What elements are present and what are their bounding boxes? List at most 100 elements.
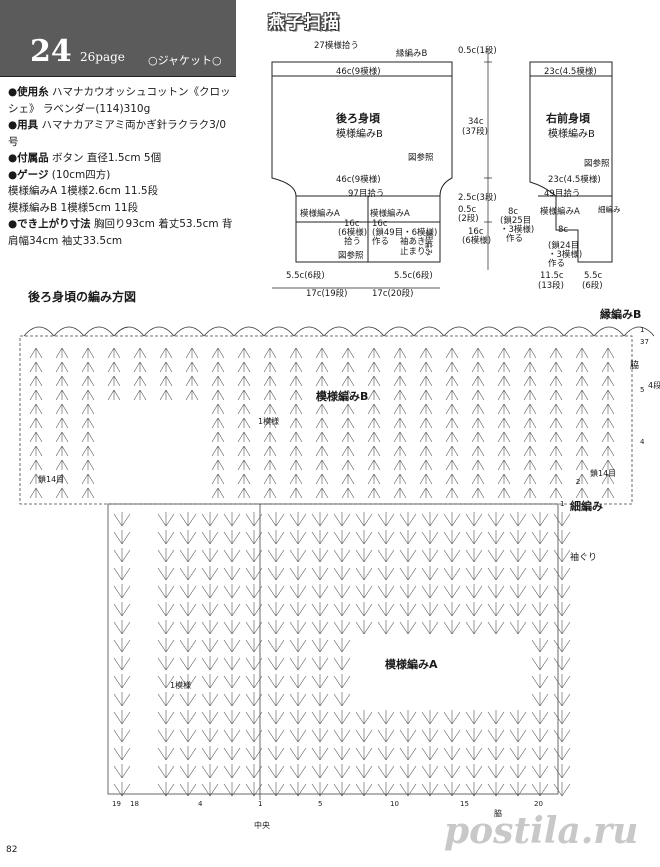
back-w17b: 17c(20段)	[372, 288, 413, 299]
spec-line: ●でき上がり寸法 胸回り93cm 着丈53.5cm 背肩幅34cm 袖丈33.5…	[8, 218, 233, 247]
back-h05b: 0.5c	[458, 205, 477, 215]
front-narrow: 細編み	[598, 204, 621, 214]
scallop	[233, 326, 265, 337]
spec-line: ●用具 ハマナカアミアミ両かぎ針ラクラク3/0号	[8, 119, 226, 148]
bottom-mark: 19	[112, 800, 121, 808]
page-reference: 26page	[80, 50, 125, 64]
spec-line: 模様編みB 1模様5cm 11段	[8, 201, 139, 214]
front-c8g: ・3模様)	[548, 249, 582, 260]
row-mark: 1	[560, 500, 564, 508]
scallop	[443, 326, 475, 337]
bottom-mark: 10	[390, 800, 399, 808]
back-hole: 袖あき	[400, 236, 426, 247]
row-mark: 37	[640, 338, 649, 346]
back-ref: 図参照	[408, 152, 434, 163]
label-center: 中央	[254, 820, 270, 830]
bottom-mark: 5	[318, 800, 322, 808]
pattern-fill	[29, 347, 615, 797]
front-ref: 図参照	[584, 158, 610, 169]
bottom-mark: 4	[198, 800, 203, 808]
scallop	[23, 326, 55, 337]
back-c55b: 5.5c(6段)	[394, 270, 433, 281]
front-c8b: (鎖25目	[500, 215, 531, 226]
diagram-title: 後ろ身頃の編み方図	[28, 290, 137, 304]
back-c16d: 16c	[372, 219, 388, 229]
back-h34: 34c	[468, 117, 484, 127]
scallop	[593, 326, 625, 337]
spec-line: 模様編みA 1模様2.6cm 11.5段	[8, 185, 159, 197]
scallop	[113, 326, 145, 337]
scan-title: 燕子扫描	[268, 13, 340, 33]
label-chain14b: 鎖14目	[590, 468, 616, 478]
back-h05: 0.5c(1段)	[458, 45, 497, 56]
scallop	[83, 326, 115, 337]
label-hem: 脇	[494, 809, 502, 818]
back-h16b: (6模様)	[462, 235, 491, 246]
front-pick49: 49目拾う	[544, 188, 580, 199]
back-c16a: 16c	[344, 219, 360, 229]
front-w55: 5.5c	[584, 271, 603, 281]
label-chain14a: 鎖14目	[38, 474, 64, 484]
scallop	[293, 326, 325, 337]
label-side: 脇	[630, 360, 639, 371]
label-one-motif: 1模様	[258, 416, 279, 426]
front-c8h: 作る	[548, 258, 565, 269]
item-title: ○ジャケット○	[148, 54, 222, 67]
scallop	[473, 326, 505, 337]
front-w115b: (13段)	[538, 280, 564, 291]
back-c16e: (鎖49目・6模様)	[372, 227, 437, 238]
scallop	[203, 326, 235, 337]
back-w46-top: 46c(9模様)	[336, 66, 381, 77]
back-name: 後ろ身頃	[336, 111, 381, 125]
back-c16f: 作る	[372, 236, 389, 247]
front-w115: 11.5c	[540, 271, 564, 281]
label-four-rows: 4段	[648, 380, 660, 390]
back-hole2: 止まり	[400, 246, 426, 257]
back-c55a: 5.5c(6段)	[286, 270, 325, 281]
back-h25: 2.5c(3段)	[458, 192, 497, 203]
scallop	[563, 326, 595, 337]
label-narrow: 細編み	[570, 499, 603, 513]
back-w17a: 17c(19段)	[306, 288, 347, 299]
front-w23-bottom: 23c(4.5模様)	[548, 174, 601, 185]
front-c8: 8c	[508, 207, 518, 217]
back-top-label: 27模様拾う	[314, 40, 359, 51]
spec-line: ●付属品 ボタン 直径1.5cm 5個	[8, 152, 162, 164]
front-c8c: ・3模様)	[500, 224, 534, 235]
back-w46-bottom: 46c(9模様)	[336, 174, 381, 185]
page-number: 82	[6, 845, 18, 855]
row-mark: 5	[640, 386, 644, 394]
row-mark: 2	[576, 478, 580, 486]
label-armhole: 袖ぐり	[570, 551, 597, 563]
front-name: 右前身頃	[545, 111, 591, 125]
back-pattern: 模様編みB	[336, 127, 383, 140]
back-ref2: 図参照	[338, 250, 364, 261]
back-pick97: 97目拾う	[348, 188, 384, 199]
bottom-mark: 15	[460, 800, 469, 808]
scallop	[623, 326, 655, 337]
row-mark: 4	[640, 438, 645, 446]
label-patA: 模様編みA	[385, 657, 438, 671]
scallop-edge	[23, 326, 655, 337]
scallop	[263, 326, 295, 337]
back-c16b: (6模様)	[338, 227, 367, 238]
back-patA-left: 模様編みA	[300, 208, 340, 219]
bottom-mark: 18	[130, 800, 139, 808]
site-logo: postila.ru	[444, 810, 639, 852]
bottom-mark: 20	[534, 800, 543, 808]
bottom-mark: 1	[258, 800, 262, 808]
label-edgeB: 縁編みB	[600, 307, 641, 321]
scallop	[383, 326, 415, 337]
scallop	[503, 326, 535, 337]
back-h16: 16c	[468, 227, 484, 237]
scallop	[53, 326, 85, 337]
scallop	[353, 326, 385, 337]
scallop	[533, 326, 565, 337]
back-c16c: 拾う	[344, 236, 361, 247]
back-schematic	[271, 61, 453, 263]
back-edge-label: 縁編みB	[396, 48, 428, 59]
scallop	[323, 326, 355, 337]
spec-line: ●使用糸 ハマナカウオッシュコットン《クロッシェ》 ラベンダー(114)310g	[8, 86, 231, 115]
header-rule	[0, 76, 236, 77]
